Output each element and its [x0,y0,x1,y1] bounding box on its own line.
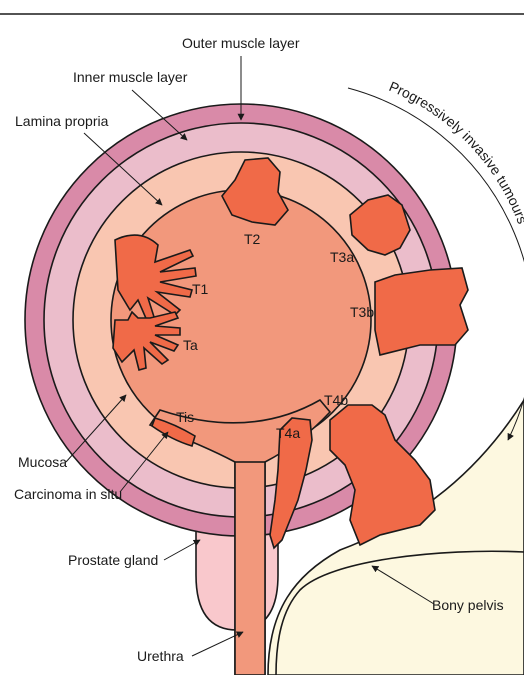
label-bony-pelvis: Bony pelvis [432,597,504,613]
stage-label-ta: Ta [183,337,198,353]
label-outer-muscle-layer: Outer muscle layer [182,35,300,51]
stage-label-tis: Tis [176,409,194,425]
stage-label-t3b: T3b [350,304,374,320]
label-prostate-gland: Prostate gland [68,552,158,568]
label-lamina-propria: Lamina propria [15,113,109,129]
stage-label-t4b: T4b [324,392,348,408]
stage-label-t2: T2 [244,231,261,247]
label-mucosa: Mucosa [18,454,67,470]
leader-prostate-gland [164,540,200,560]
tumour-t3b [375,268,468,355]
label-urethra: Urethra [137,648,184,664]
label-inner-muscle-layer: Inner muscle layer [73,69,188,85]
stage-label-t1: T1 [192,281,209,297]
urethra [235,462,265,675]
label-carcinoma-in-situ: Carcinoma in situ [14,486,122,502]
stage-label-t4a: T4a [276,425,300,441]
stage-label-t3a: T3a [330,249,354,265]
